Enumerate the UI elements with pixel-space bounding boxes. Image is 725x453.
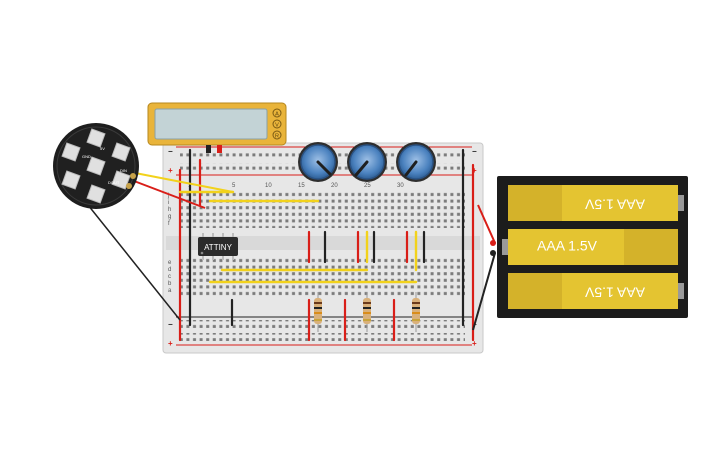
attiny-label: ATTINY [204,243,233,252]
resistor-2[interactable] [363,292,371,332]
row-letter-f: f [168,221,170,227]
battery-cell-1-label: AAA 1.5V [584,196,645,212]
potentiometer-2[interactable] [347,142,387,182]
rail-minus-top-left: − [168,147,173,156]
svg-text:30: 30 [397,183,404,189]
bottom-rail-holes-2 [180,333,465,341]
rail-plus-bottom-right: + [472,339,477,348]
multimeter[interactable]: A V R [147,102,287,153]
neopixel-ring[interactable]: DIN 5V GND DOUT [53,123,234,321]
multimeter-button-a-label: A [275,112,279,118]
multimeter-button-v-label: V [275,123,279,129]
row-letter-c: c [168,274,171,280]
multimeter-button-r[interactable] [272,130,282,140]
attiny-chip[interactable]: ATTINY [198,233,238,260]
bottom-rail-holes [180,320,465,328]
rail-minus-top-right: − [472,147,477,156]
resistor-1[interactable] [314,292,322,332]
potentiometer-1[interactable] [298,142,338,182]
neopixel-label-din: DIN [120,168,127,173]
battery-pack[interactable]: AAA 1.5V AAA 1.5V AAA 1.5V [472,176,688,331]
upper-terminal-holes [180,190,465,228]
svg-text:25: 25 [364,183,371,189]
center-channel [166,236,480,250]
svg-text:20: 20 [331,183,338,189]
rail-minus-bottom-left: − [168,320,173,329]
row-letter-b: b [168,281,172,287]
row-letter-i: i [168,200,169,206]
row-letter-a: a [168,288,172,294]
battery-cell-3-label: AAA 1.5V [584,284,645,300]
svg-text:10: 10 [265,183,272,189]
svg-text:5: 5 [232,183,236,189]
row-letter-e: e [168,260,172,266]
rail-plus-top-left: + [168,166,173,175]
multimeter-button-r-label: R [275,134,279,140]
row-letter-h: h [168,207,171,213]
lower-terminal-holes [180,258,465,296]
row-letter-g: g [168,214,171,220]
row-letter-j: j [167,193,169,199]
row-letter-d: d [168,267,171,273]
neopixel-label-5v: 5V [100,146,105,151]
battery-cell-1: AAA 1.5V [508,185,684,221]
potentiometer-3[interactable] [396,142,436,182]
resistor-3[interactable] [412,292,420,332]
battery-cell-2-label: AAA 1.5V [537,238,598,254]
neopixel-label-gnd: GND [82,154,91,159]
rail-plus-bottom-left: + [168,339,173,348]
neopixel-label-dout: DOUT [108,180,120,185]
svg-text:15: 15 [298,183,305,189]
battery-cell-2: AAA 1.5V [502,229,678,265]
battery-cell-3: AAA 1.5V [508,273,684,309]
rail-plus-top-right: + [472,166,477,175]
multimeter-button-a[interactable] [272,108,282,118]
multimeter-button-v[interactable] [272,119,282,129]
